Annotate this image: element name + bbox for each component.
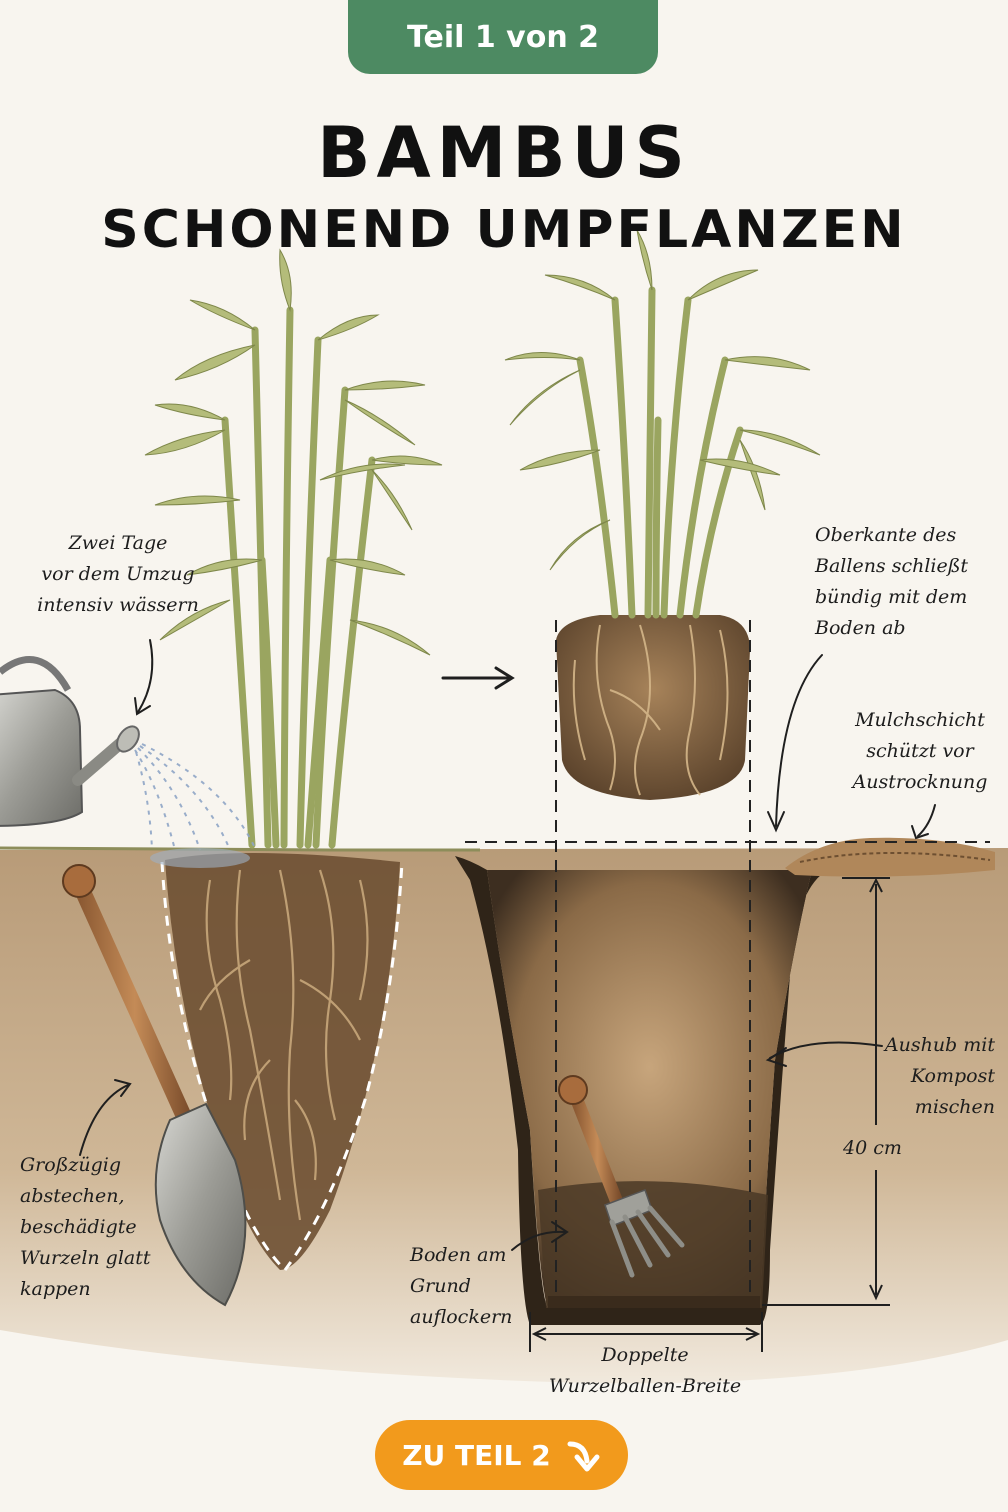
hole-bottom-loose-soil — [538, 1181, 768, 1308]
bamboo-leaves-right — [504, 229, 821, 571]
water-spray — [134, 743, 256, 851]
water-puddle — [150, 848, 250, 868]
bamboo-plant-left — [221, 306, 376, 849]
title-line-1: BAMBUS — [317, 112, 691, 194]
spade-icon — [62, 864, 247, 1307]
part-badge: Teil 1 von 2 — [348, 0, 658, 74]
next-part-button[interactable]: ZU TEIL 2 — [375, 1420, 628, 1490]
note-loosen: Boden am Grund auflockern — [410, 1244, 513, 1328]
annotation-arrows — [79, 639, 936, 1251]
note-cut: Großzügig abstechen, beschädigte Wurzeln… — [20, 1154, 151, 1300]
width-dimension — [529, 1312, 763, 1352]
alignment-guides — [465, 620, 990, 1300]
root-ball-lifted — [556, 615, 750, 800]
next-part-label: ZU TEIL 2 — [402, 1438, 551, 1472]
note-top-edge: Oberkante des Ballens schließt bündig mi… — [815, 524, 969, 639]
arrow-down-right-icon — [567, 1441, 600, 1472]
note-depth: 40 cm — [843, 1137, 902, 1159]
depth-dimension — [762, 877, 890, 1306]
cut-line — [160, 861, 404, 1273]
root-ball-in-ground — [165, 852, 400, 1270]
bamboo-leaves-left — [144, 248, 443, 656]
watering-can-icon — [0, 656, 140, 827]
mulch-layer — [785, 837, 995, 877]
roots-left — [199, 869, 369, 1221]
hole-floor — [548, 1296, 760, 1308]
note-mulch: Mulchschicht schützt vor Austrocknung — [852, 709, 988, 793]
part-badge-label: Teil 1 von 2 — [407, 19, 599, 55]
title-line-2: SCHONEND UMPFLANZEN — [101, 200, 907, 260]
note-water: Zwei Tage vor dem Umzug intensiv wässern — [37, 532, 199, 616]
note-compost: Aushub mit Kompost mischen — [884, 1034, 995, 1118]
note-width: Doppelte Wurzelballen-Breite — [548, 1344, 742, 1397]
roots-lifted — [572, 624, 729, 796]
bamboo-plant-right — [576, 286, 744, 619]
garden-fork-icon — [558, 1075, 685, 1278]
grass-line — [0, 846, 480, 852]
